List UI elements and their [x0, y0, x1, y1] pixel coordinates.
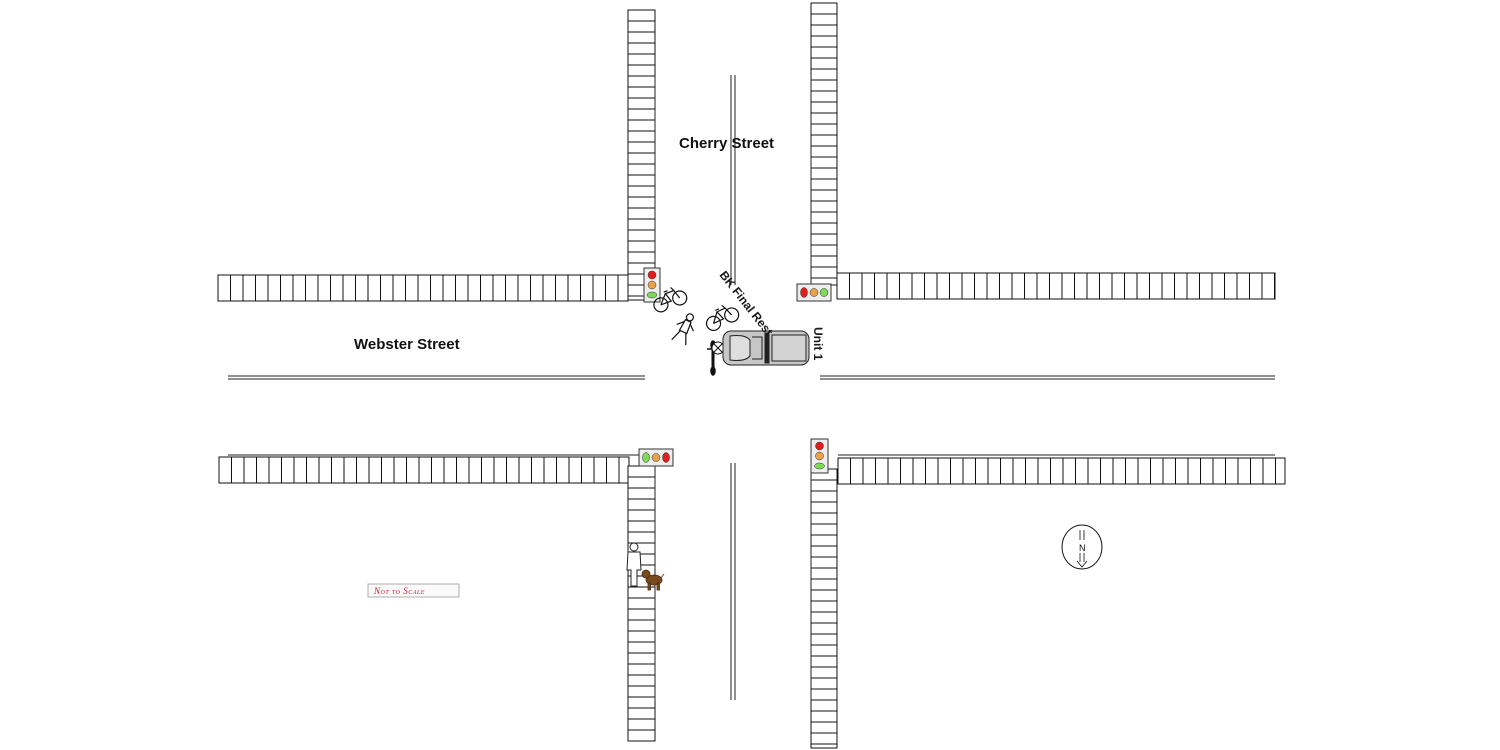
vehicle-unit-label: Unit 1 [811, 327, 825, 361]
traffic-signal-icon [810, 438, 829, 474]
dog-icon [641, 569, 665, 591]
sidewalk-nw-horizontal [217, 274, 629, 302]
sidewalk-ne-vertical [810, 2, 838, 286]
sidewalk-se-vertical [810, 468, 838, 749]
cherry-street-label: Cherry Street [679, 135, 774, 152]
traffic-signal-icon [638, 448, 674, 467]
sidewalks [217, 2, 1286, 749]
svg-text:N: N [1079, 543, 1086, 553]
center-lines [228, 75, 1275, 700]
pickup-truck-icon [722, 330, 810, 366]
bike-final-rest-label: BK Final Rest [717, 268, 776, 338]
sidewalk-sw-vertical [627, 465, 656, 742]
sidewalk-ne-horizontal [836, 272, 1276, 300]
traffic-signal-icon [643, 267, 661, 303]
webster-street-label: Webster Street [354, 336, 460, 353]
curb-lines [228, 75, 1275, 700]
svg-text:Not to Scale: Not to Scale [373, 586, 425, 596]
bicycle-icon [653, 287, 688, 313]
pedestrian-icon [671, 313, 695, 346]
traffic-signal-icon [796, 283, 832, 302]
sidewalk-nw-vertical [627, 9, 656, 301]
not-to-scale-badge: Not to Scale [367, 583, 460, 598]
sidewalk-sw-horizontal [218, 456, 630, 484]
pedestrian-icon [626, 542, 642, 587]
sidewalk-se-horizontal [837, 457, 1286, 485]
impact-point-icon [711, 341, 725, 355]
bicycle-icon [705, 304, 740, 332]
north-arrow-icon: N [1061, 524, 1103, 570]
